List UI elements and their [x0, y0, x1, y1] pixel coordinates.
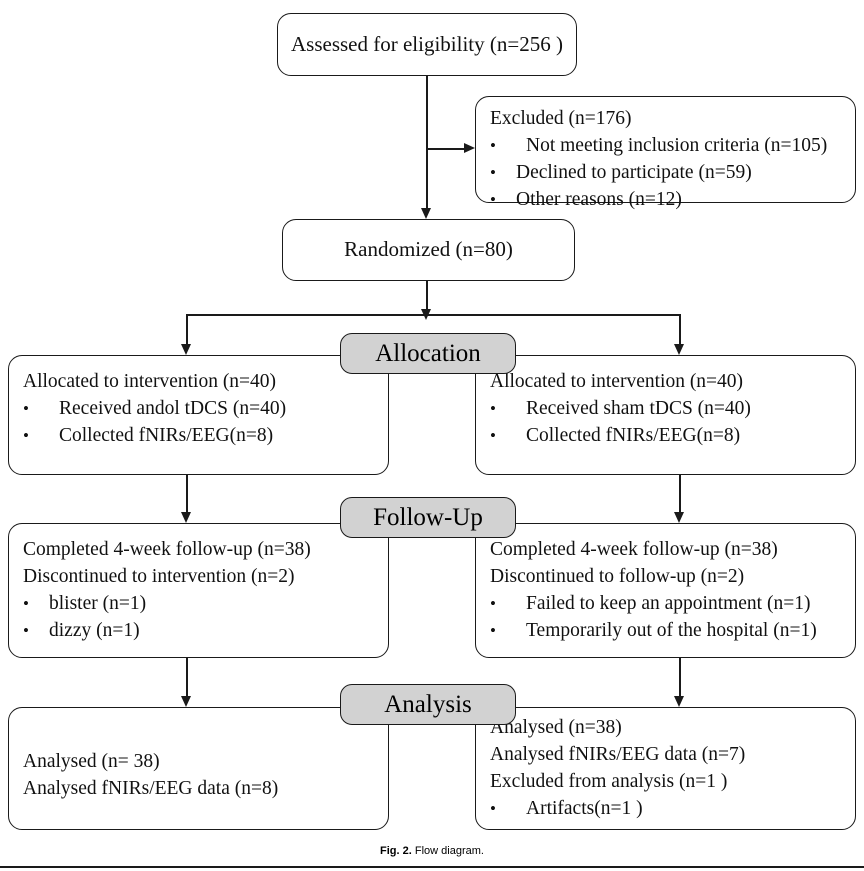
bullet-icon: • [490, 621, 496, 640]
analysis-right-line3: Excluded from analysis (n=1 ) [490, 771, 728, 792]
bullet-icon: • [490, 190, 496, 209]
arrowhead-followup-left [181, 512, 191, 523]
caption-rule [0, 866, 864, 868]
connector-split-left [186, 314, 188, 348]
bullet-icon: • [490, 594, 496, 613]
excluded-item-1: • Declined to participate (n=59) [490, 159, 843, 186]
followup-left-line1: Completed 4-week follow-up (n=38) [23, 539, 311, 560]
figure-number: Fig. 2. [380, 845, 412, 857]
figure-caption-text: Flow diagram. [414, 845, 484, 857]
box-allocation-left: Allocated to intervention (n=40) • Recei… [8, 355, 389, 475]
followup-right-item-1: • Temporarily out of the hospital (n=1) [490, 617, 843, 644]
allocation-right-item-0: • Received sham tDCS (n=40) [490, 395, 843, 422]
analysis-right-line1: Analysed (n=38) [490, 717, 622, 738]
followup-left-item-label: blister (n=1) [49, 593, 147, 614]
analysis-right-item-label: Artifacts(n=1 ) [526, 798, 643, 819]
excluded-title: Excluded (n=176) [490, 108, 632, 129]
arrowhead-randomized-center [421, 309, 431, 320]
box-analysis-left: Analysed (n= 38) Analysed fNIRs/EEG data… [8, 707, 389, 830]
band-analysis-label: Analysis [384, 691, 472, 718]
analysis-right-line2: Analysed fNIRs/EEG data (n=7) [490, 744, 746, 765]
followup-right-item-0: • Failed to keep an appointment (n=1) [490, 590, 843, 617]
bullet-icon: • [490, 136, 496, 155]
allocation-right-item-label: Received sham tDCS (n=40) [526, 398, 751, 419]
box-assessed-for-eligibility: Assessed for eligibility (n=256 ) [277, 13, 577, 76]
bullet-icon: • [23, 399, 29, 418]
analysis-right-item-0: • Artifacts(n=1 ) [490, 795, 843, 822]
connector-split-bar [186, 314, 680, 316]
excluded-item-label: Declined to participate (n=59) [516, 162, 752, 183]
allocation-left-item-label: Collected fNIRs/EEG(n=8) [59, 425, 274, 446]
arrowhead-to-randomized [421, 208, 431, 219]
box-allocation-right: Allocated to intervention (n=40) • Recei… [475, 355, 856, 475]
box-analysis-right: Analysed (n=38) Analysed fNIRs/EEG data … [475, 707, 856, 830]
band-analysis: Analysis [340, 684, 516, 725]
connector-alloc-left-to-followup [186, 475, 188, 516]
excluded-item-label: Other reasons (n=12) [516, 189, 682, 210]
followup-left-line2: Discontinued to intervention (n=2) [23, 566, 295, 587]
followup-right-item-label: Temporarily out of the hospital (n=1) [526, 620, 817, 641]
box-followup-left: Completed 4-week follow-up (n=38) Discon… [8, 523, 389, 658]
box-randomized: Randomized (n=80) [282, 219, 575, 281]
arrowhead-split-left [181, 344, 191, 355]
arrowhead-analysis-left [181, 696, 191, 707]
connector-to-excluded [426, 148, 470, 150]
allocation-right-item-1: • Collected fNIRs/EEG(n=8) [490, 422, 843, 449]
box-followup-right: Completed 4-week follow-up (n=38) Discon… [475, 523, 856, 658]
arrowhead-followup-right [674, 512, 684, 523]
connector-followup-left-to-analysis [186, 658, 188, 701]
followup-left-item-0: • blister (n=1) [23, 590, 376, 617]
band-allocation: Allocation [340, 333, 516, 374]
excluded-item-0: • Not meeting inclusion criteria (n=105) [490, 132, 843, 159]
connector-split-right [679, 314, 681, 348]
allocation-right-item-label: Collected fNIRs/EEG(n=8) [526, 425, 741, 446]
analysis-left-line1: Analysed (n= 38) [23, 751, 160, 772]
bullet-icon: • [490, 799, 496, 818]
bullet-icon: • [23, 594, 29, 613]
arrowhead-analysis-right [674, 696, 684, 707]
excluded-item-2: • Other reasons (n=12) [490, 186, 843, 213]
followup-right-item-label: Failed to keep an appointment (n=1) [526, 593, 811, 614]
allocation-right-title: Allocated to intervention (n=40) [490, 371, 744, 392]
followup-right-line2: Discontinued to follow-up (n=2) [490, 566, 745, 587]
arrowhead-to-excluded [464, 143, 475, 153]
connector-followup-right-to-analysis [679, 658, 681, 701]
randomized-label: Randomized (n=80) [344, 237, 513, 262]
allocation-left-title: Allocated to intervention (n=40) [23, 371, 277, 392]
band-allocation-label: Allocation [375, 340, 481, 367]
box-excluded: Excluded (n=176) • Not meeting inclusion… [475, 96, 856, 210]
excluded-item-label: Not meeting inclusion criteria (n=105) [526, 135, 828, 156]
connector-alloc-right-to-followup [679, 475, 681, 516]
bullet-icon: • [490, 426, 496, 445]
bullet-icon: • [23, 426, 29, 445]
band-followup-label: Follow-Up [373, 504, 483, 531]
connector-assessed-to-randomized [426, 76, 428, 213]
allocation-left-item-1: • Collected fNIRs/EEG(n=8) [23, 422, 376, 449]
bullet-icon: • [490, 399, 496, 418]
bullet-icon: • [23, 621, 29, 640]
allocation-left-item-label: Received andol tDCS (n=40) [59, 398, 287, 419]
analysis-left-line2: Analysed fNIRs/EEG data (n=8) [23, 778, 279, 799]
arrowhead-split-right [674, 344, 684, 355]
assessed-label: Assessed for eligibility (n=256 ) [291, 31, 563, 56]
followup-left-item-label: dizzy (n=1) [49, 620, 140, 641]
bullet-icon: • [490, 163, 496, 182]
figure-caption: Fig. 2. Flow diagram. [0, 845, 864, 857]
connector-randomized-down [426, 281, 428, 315]
allocation-left-item-0: • Received andol tDCS (n=40) [23, 395, 376, 422]
followup-left-item-1: • dizzy (n=1) [23, 617, 376, 644]
band-followup: Follow-Up [340, 497, 516, 538]
followup-right-line1: Completed 4-week follow-up (n=38) [490, 539, 778, 560]
